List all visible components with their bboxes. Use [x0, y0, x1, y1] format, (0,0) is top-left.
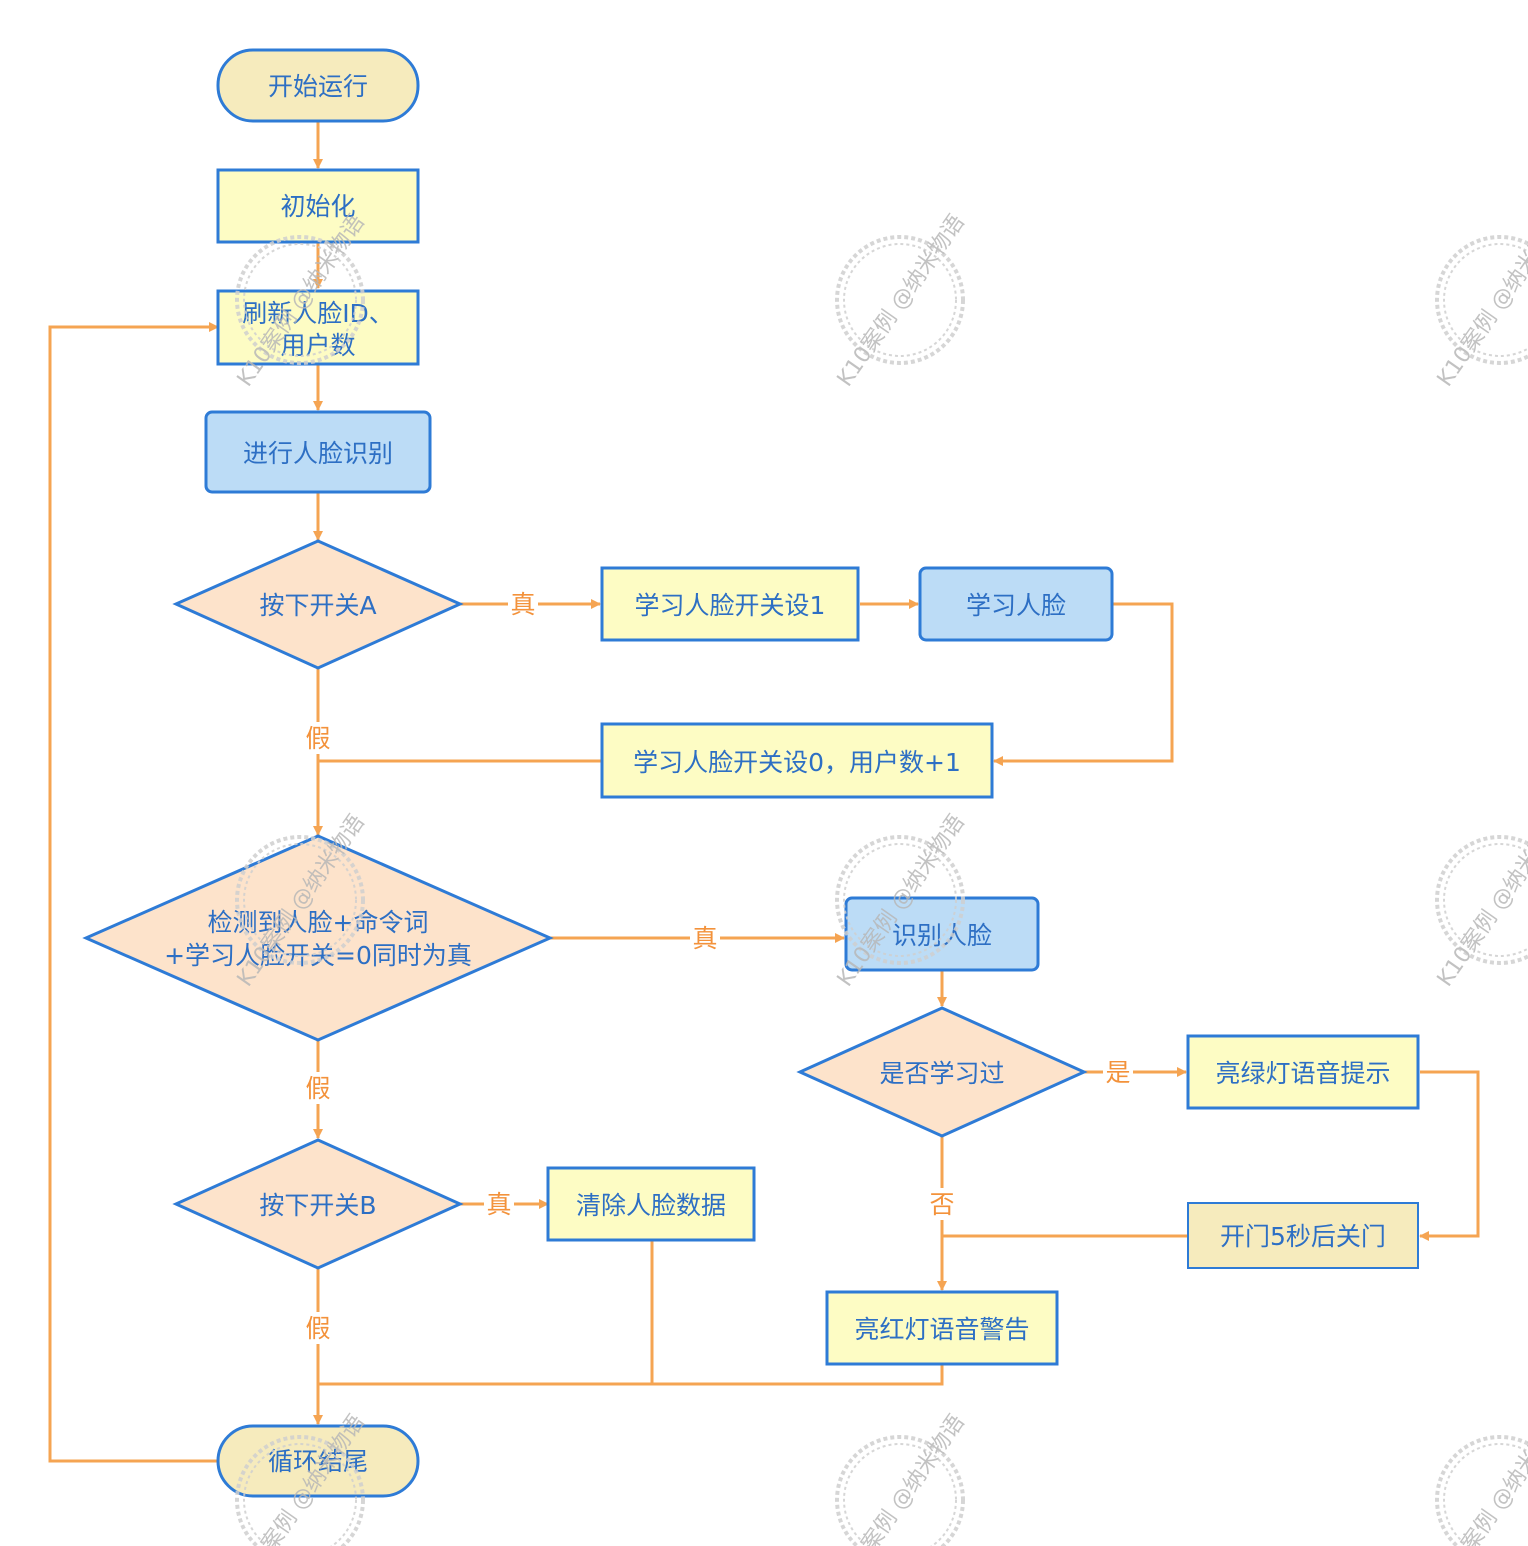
node-start: 开始运行 [216, 48, 420, 123]
node-red-light: 亮红灯语音警告 [825, 1290, 1059, 1366]
node-recognize-run: 进行人脸识别 [204, 410, 432, 494]
watermark-seal: K10案例 @纳米物语 [833, 1410, 970, 1546]
node-loop-end: 循环结尾 [216, 1424, 420, 1498]
node-open-door-label: 开门5秒后关门 [1220, 1222, 1386, 1251]
node-open-door: 开门5秒后关门 [1187, 1202, 1419, 1269]
watermark-seal: K10案例 @纳米物语 [1433, 210, 1528, 391]
watermark-seal: K10案例 @纳米物语 [1433, 810, 1528, 991]
node-switch-b: 按下开关B [172, 1138, 464, 1270]
watermark-text: K10案例 @纳米物语 [1433, 1410, 1528, 1546]
edge-labels: 真 假 真 假 是 否 真 假 [303, 588, 1133, 1344]
node-clear-data: 清除人脸数据 [546, 1166, 756, 1242]
node-learn-face: 学习人脸 [918, 566, 1114, 642]
node-learn-flag-0: 学习人脸开关设0，用户数+1 [600, 722, 994, 799]
node-switch-b-label: 按下开关B [259, 1191, 376, 1220]
edge-label-true-detect: 真 [692, 924, 717, 953]
edge-red-merge [318, 1364, 944, 1386]
node-refresh-label-line1: 刷新人脸ID、 [242, 299, 394, 328]
node-learned-label: 是否学习过 [879, 1059, 1004, 1088]
node-learn-flag-1: 学习人脸开关设1 [600, 566, 860, 642]
node-learn-flag-0-label: 学习人脸开关设0，用户数+1 [633, 748, 961, 777]
node-detect-label-line1: 检测到人脸+命令词 [208, 908, 429, 937]
nodes: 开始运行 初始化 刷新人脸ID、 用户数 进行人脸识别 按下开关A 学习人脸开关… [82, 48, 1420, 1498]
edge-learn-flag0 [993, 602, 1174, 766]
node-green-light-label: 亮绿灯语音提示 [1215, 1059, 1390, 1088]
node-init-label: 初始化 [280, 192, 355, 221]
watermark-seal: K10案例 @纳米物语 [833, 210, 970, 391]
node-red-light-label: 亮红灯语音警告 [854, 1315, 1029, 1344]
edge-green-open [1419, 1070, 1480, 1241]
edge-label-false-b: 假 [305, 1314, 330, 1343]
node-start-label: 开始运行 [268, 72, 368, 101]
node-clear-data-label: 清除人脸数据 [576, 1191, 726, 1220]
node-switch-a: 按下开关A [172, 539, 464, 670]
node-detect-label-line2: +学习人脸开关=0同时为真 [164, 941, 472, 970]
edge-label-true-a: 真 [510, 590, 535, 619]
edge-label-false-a: 假 [305, 724, 330, 753]
node-learn-flag-1-label: 学习人脸开关设1 [635, 591, 826, 620]
node-init: 初始化 [216, 168, 420, 244]
edge-clear-merge [318, 1240, 654, 1386]
node-recognize-run-label: 进行人脸识别 [243, 439, 393, 468]
node-learned: 是否学习过 [796, 1006, 1088, 1138]
edge-label-true-b: 真 [486, 1190, 511, 1219]
node-learn-face-label: 学习人脸 [966, 591, 1066, 620]
edge-label-false-detect: 假 [305, 1074, 330, 1103]
node-detect: 检测到人脸+命令词 +学习人脸开关=0同时为真 [82, 834, 554, 1042]
edge-label-no: 否 [929, 1190, 954, 1219]
node-identify: 识别人脸 [844, 896, 1040, 972]
node-green-light: 亮绿灯语音提示 [1186, 1034, 1420, 1110]
node-loop-end-label: 循环结尾 [268, 1447, 368, 1476]
node-switch-a-label: 按下开关A [259, 591, 376, 620]
edge-label-yes: 是 [1105, 1058, 1130, 1087]
watermark-seal: K10案例 @纳米物语 [1433, 1410, 1528, 1546]
edge-loop-back [48, 322, 219, 1463]
node-refresh: 刷新人脸ID、 用户数 [216, 289, 420, 366]
